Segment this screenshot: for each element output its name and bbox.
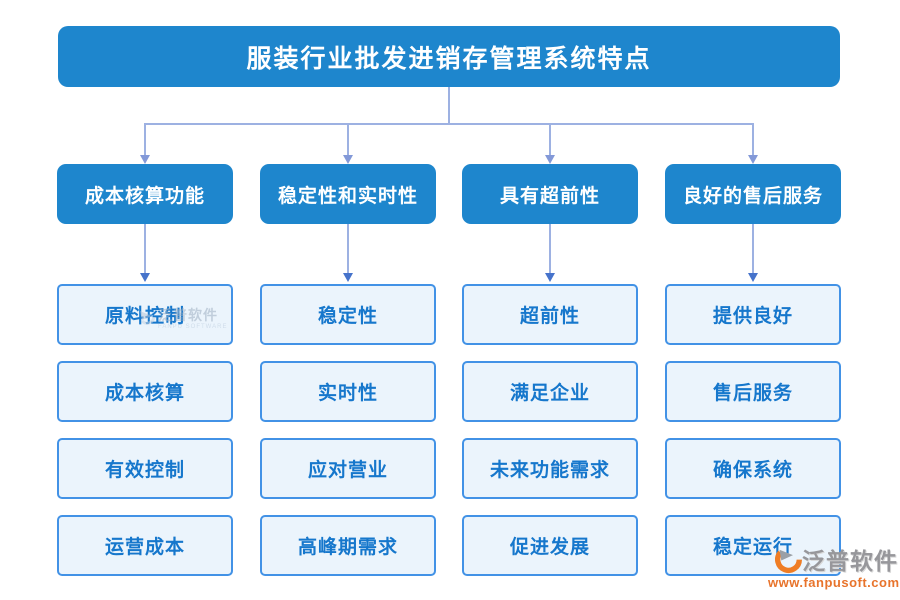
feature-box: 超前性 (462, 284, 638, 345)
feature-box: 促进发展 (462, 515, 638, 576)
category-header: 成本核算功能 (57, 164, 233, 224)
feature-box: 稳定性 (260, 284, 436, 345)
feature-box: 提供良好 (665, 284, 841, 345)
feature-box: 未来功能需求 (462, 438, 638, 499)
feature-box: 有效控制 (57, 438, 233, 499)
fanpu-logo-icon (775, 549, 802, 573)
feature-box: 原料控制 (57, 284, 233, 345)
feature-box: 售后服务 (665, 361, 841, 422)
column-stability-realtime: 稳定性和实时性 稳定性 实时性 应对营业 高峰期需求 (260, 164, 436, 576)
feature-box: 成本核算 (57, 361, 233, 422)
brand-logo: 泛普软件 www.fanpusoft.com (768, 547, 900, 591)
column-after-sales: 良好的售后服务 提供良好 售后服务 确保系统 稳定运行 (665, 164, 841, 576)
brand-name: 泛普软件 (802, 547, 898, 574)
feature-box: 实时性 (260, 361, 436, 422)
category-header: 具有超前性 (462, 164, 638, 224)
feature-box: 稳定运行 (665, 515, 841, 576)
brand-url: www.fanpusoft.com (768, 575, 900, 590)
category-header: 良好的售后服务 (665, 164, 841, 224)
feature-box: 确保系统 (665, 438, 841, 499)
feature-box: 满足企业 (462, 361, 638, 422)
feature-box: 运营成本 (57, 515, 233, 576)
diagram-title: 服装行业批发进销存管理系统特点 (58, 26, 840, 87)
feature-box: 应对营业 (260, 438, 436, 499)
category-header: 稳定性和实时性 (260, 164, 436, 224)
column-cost-accounting: 成本核算功能 原料控制 成本核算 有效控制 运营成本 (57, 164, 233, 576)
column-forward-looking: 具有超前性 超前性 满足企业 未来功能需求 促进发展 (462, 164, 638, 576)
feature-box: 高峰期需求 (260, 515, 436, 576)
